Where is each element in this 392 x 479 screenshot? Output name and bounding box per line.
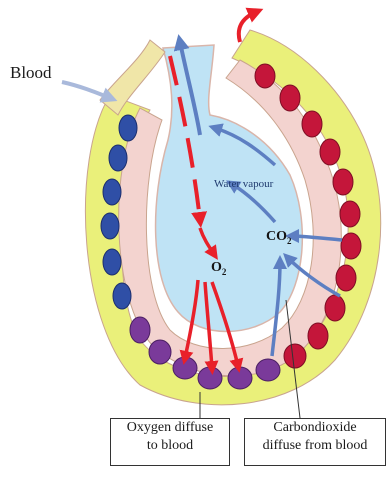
co2-callout-line2: diffuse from blood — [245, 437, 385, 455]
co2-label: CO2 — [266, 229, 292, 246]
o2-subscript: 2 — [222, 267, 227, 277]
co2-callout-box: Carbondioxide diffuse from blood — [244, 418, 386, 466]
oxygen-callout-box: Oxygen diffuse to blood — [110, 418, 230, 466]
o2-label: O2 — [211, 260, 226, 277]
blood-inflow-arrow — [62, 82, 110, 98]
co2-text: CO — [266, 229, 287, 244]
oxygen-callout-line1: Oxygen diffuse — [111, 419, 229, 437]
o2-text: O — [211, 260, 222, 275]
water-vapour-label: Water vapour — [214, 178, 273, 190]
blood-label: Blood — [10, 63, 52, 83]
oxygen-callout-line2: to blood — [111, 437, 229, 455]
co2-callout-line1: Carbondioxide — [245, 419, 385, 437]
co2-subscript: 2 — [287, 236, 292, 246]
